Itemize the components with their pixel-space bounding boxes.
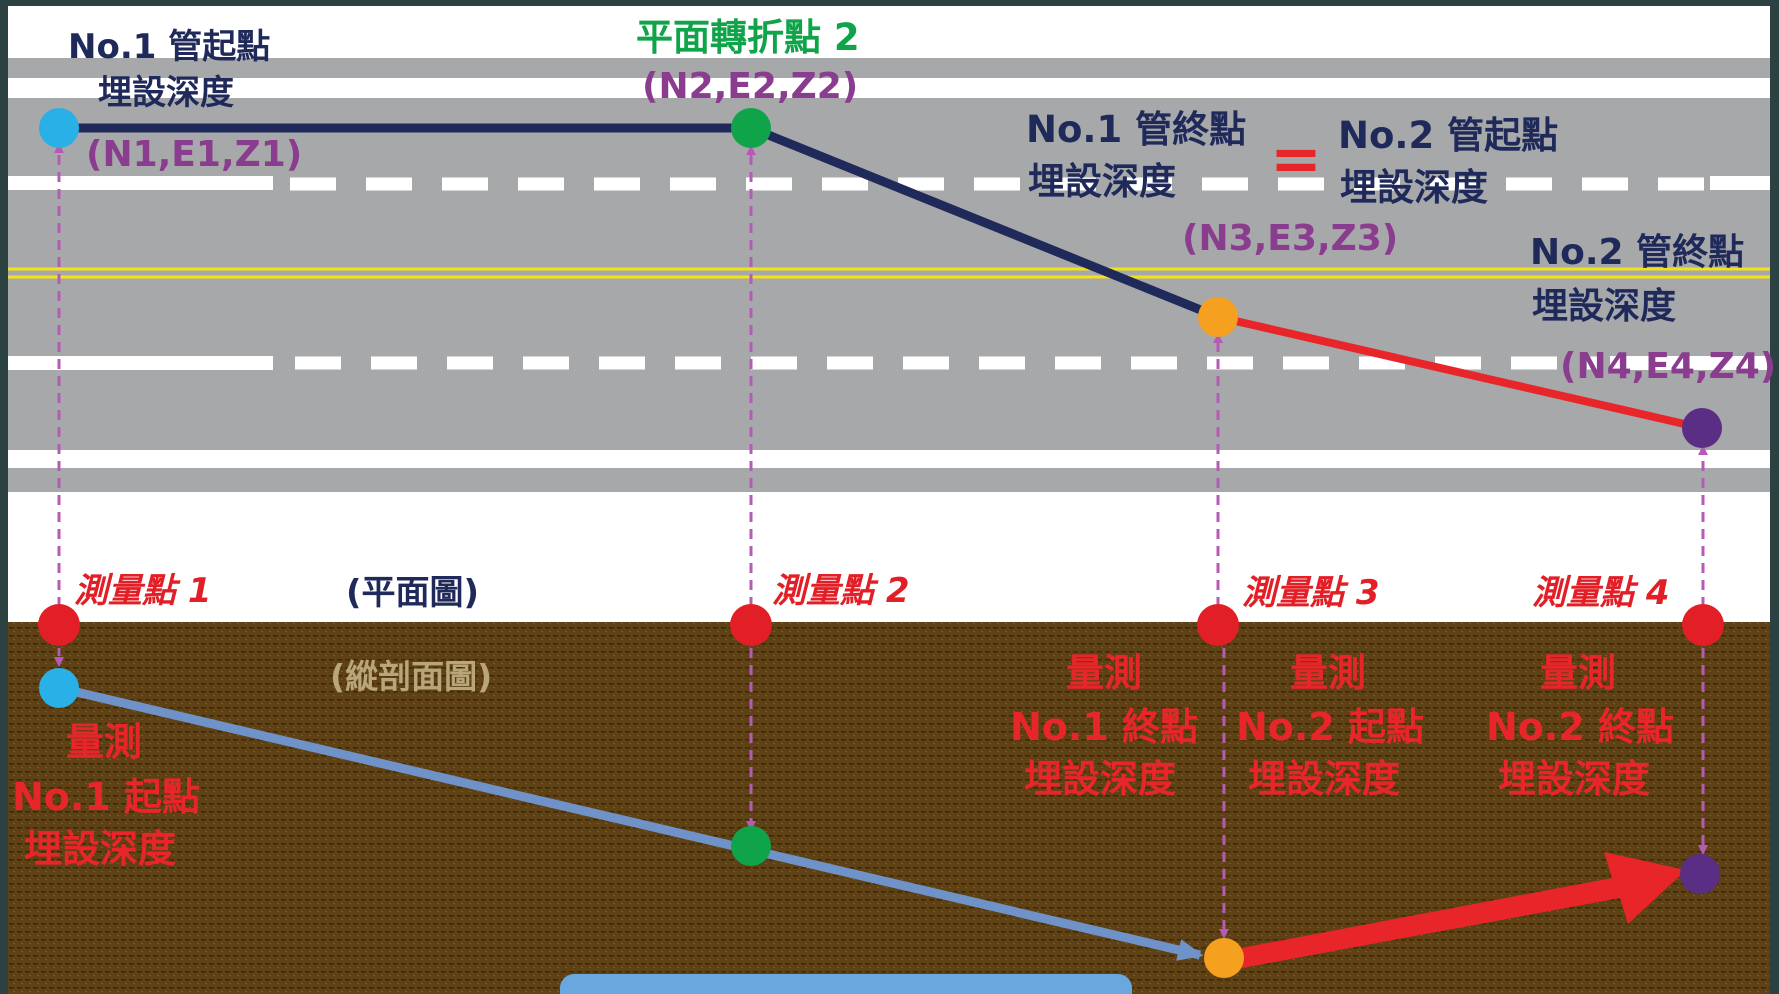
- survey-point-2-label: 測量點 2: [772, 571, 910, 611]
- measure-3-line2: No.2 起點: [1236, 705, 1424, 749]
- measure-2-label: 量測 No.1 終點 埋設深度: [1010, 651, 1198, 801]
- lane-edge-left-2: [8, 356, 273, 370]
- node-plan-2: [731, 108, 771, 148]
- turn-point-title: 平面轉折點 2: [636, 16, 860, 59]
- node-plan-1: [39, 108, 79, 148]
- measure-4-line2: No.2 終點: [1486, 705, 1674, 749]
- measure-3-line3: 埋設深度: [1248, 757, 1400, 801]
- road-bottom-strip: [8, 468, 1770, 492]
- pipe1-end-line2: 埋設深度: [1028, 160, 1176, 203]
- survey-point-3-label: 測量點 3: [1242, 573, 1380, 613]
- p2-coord: (N2,E2,Z2): [642, 66, 858, 107]
- profile-view-label: (縱剖面圖): [330, 657, 492, 696]
- measure-1-line3: 埋設深度: [24, 827, 176, 871]
- road-surface: [8, 98, 1770, 450]
- road-top-strip: [8, 58, 1770, 78]
- soil-profile: [8, 622, 1770, 994]
- node-plan-3: [1198, 297, 1238, 337]
- bottom-tab: [560, 974, 1132, 994]
- p3-coord: (N3,E3,Z3): [1182, 218, 1398, 259]
- start-label-line1: No.1 管起點: [68, 27, 270, 67]
- measure-1-line1: 量測: [66, 720, 142, 764]
- survey-point-4-label: 測量點 4: [1532, 573, 1670, 613]
- pipe1-end-line1: No.1 管終點: [1026, 108, 1246, 151]
- pipe2-profile-arrow: [1230, 852, 1686, 968]
- plan-view-label: (平面圖): [346, 573, 479, 613]
- node-profile-2: [731, 826, 771, 866]
- measure-4-line3: 埋設深度: [1498, 757, 1650, 801]
- survey-point-3-marker: [1197, 604, 1239, 646]
- pipe2-end-line2: 埋設深度: [1532, 286, 1676, 327]
- p4-coord: (N4,E4,Z4): [1560, 346, 1776, 387]
- p1-coord: (N1,E1,Z1): [86, 134, 302, 175]
- measure-4-line1: 量測: [1540, 651, 1616, 695]
- pipe2-end-line1: No.2 管終點: [1530, 232, 1744, 273]
- measure-2-line3: 埋設深度: [1024, 757, 1176, 801]
- start-label-line2: 埋設深度: [98, 73, 234, 113]
- survey-point-2-marker: [730, 604, 772, 646]
- measure-3-line1: 量測: [1290, 651, 1366, 695]
- lane-edge-right-2: [1610, 356, 1770, 370]
- node-profile-3: [1204, 938, 1244, 978]
- pipe2-start-line2: 埋設深度: [1340, 166, 1488, 209]
- node-plan-4: [1682, 408, 1722, 448]
- equals-sign: =: [1270, 122, 1322, 195]
- node-profile-1: [39, 668, 79, 708]
- survey-point-4-marker: [1682, 604, 1724, 646]
- measure-1-label: 量測 No.1 起點 埋設深度: [12, 720, 200, 871]
- pipe2-start-line1: No.2 管起點: [1338, 114, 1558, 157]
- measure-3-label: 量測 No.2 起點 埋設深度: [1236, 651, 1424, 801]
- pipe2-plan: [1217, 313, 1703, 432]
- projection-lines: [54, 143, 1708, 939]
- lane-edge-right-1: [1710, 176, 1770, 190]
- measure-2-line1: 量測: [1066, 651, 1142, 695]
- node-profile-4: [1680, 854, 1720, 894]
- measure-1-line2: No.1 起點: [12, 775, 200, 819]
- pipe1-profile: [57, 683, 1204, 961]
- survey-point-1-marker: [38, 604, 80, 646]
- measure-4-label: 量測 No.2 終點 埋設深度: [1486, 651, 1674, 801]
- lane-edge-left-1: [8, 176, 273, 190]
- measure-2-line2: No.1 終點: [1010, 705, 1198, 749]
- survey-point-1-label: 測量點 1: [74, 571, 212, 611]
- road-plan: [8, 58, 1770, 492]
